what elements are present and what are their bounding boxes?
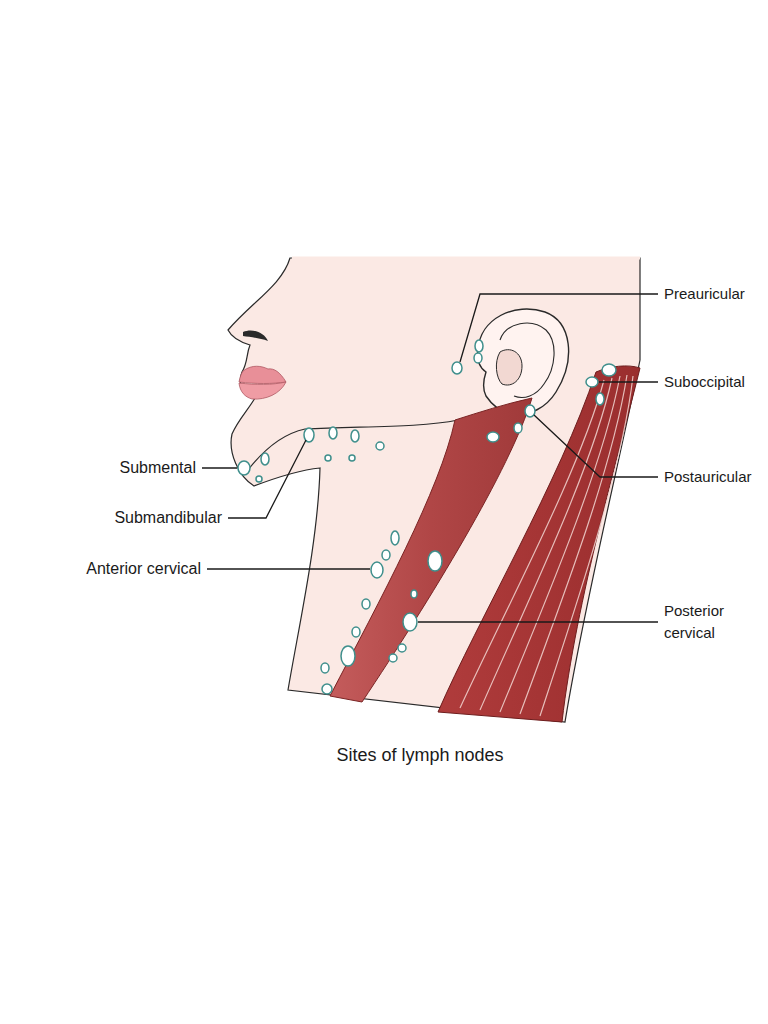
region-label: Submental [120,458,197,478]
jaw-line [248,420,458,470]
ear-concha [496,350,522,385]
upper-lip [239,366,286,383]
ear [477,309,568,414]
region-label: Postauricular [664,467,752,487]
skin-profile [228,258,640,722]
lymph-nodes [238,340,616,694]
nostril [243,330,268,341]
lower-lip [239,382,286,399]
region-label: Preauricular [664,284,745,304]
region-label: Submandibular [114,508,222,528]
region-label: Posterior cervical [664,600,756,644]
figure-caption: Sites of lymph nodes [336,745,503,766]
region-label: Anterior cervical [86,559,201,579]
region-label: Suboccipital [664,372,745,392]
leader-lines [202,294,658,622]
skin-edge [292,257,640,260]
